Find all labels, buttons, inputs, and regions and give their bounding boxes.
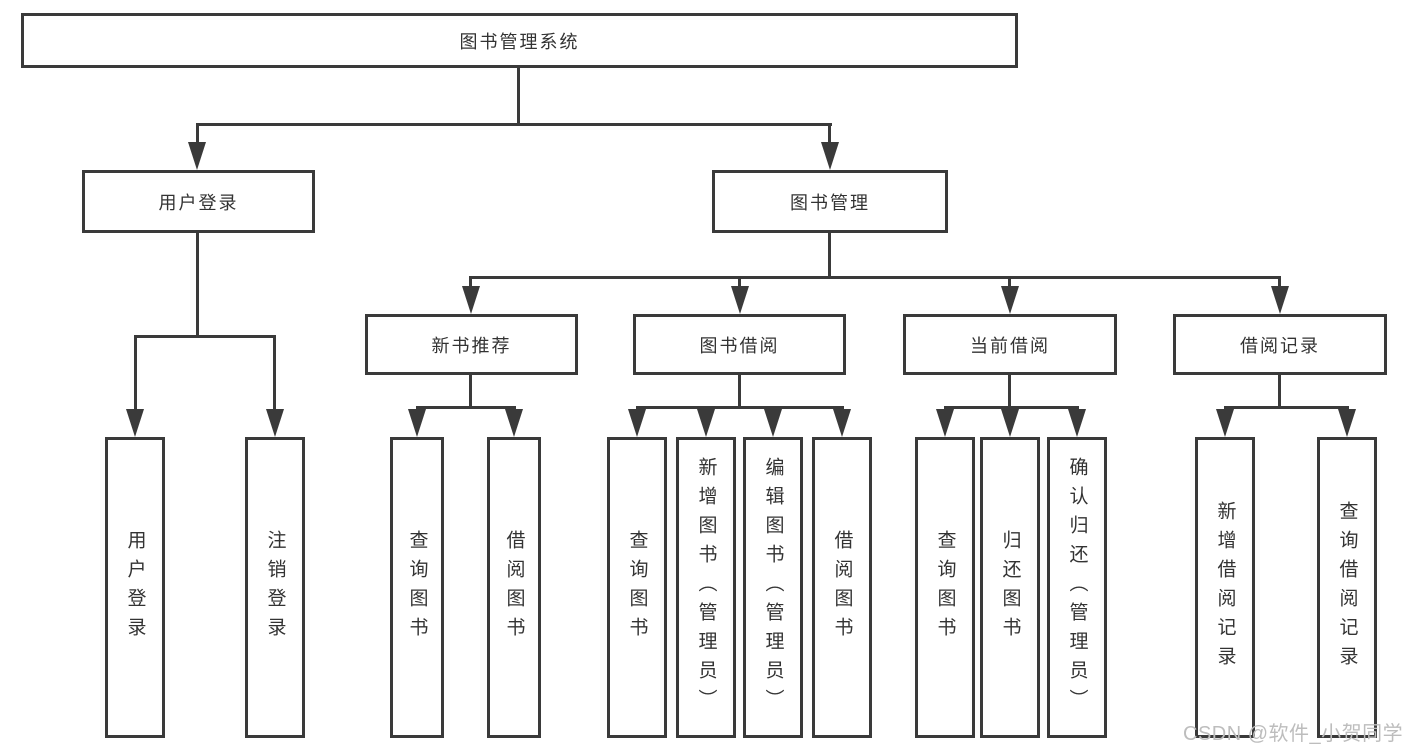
arrow-down-icon — [462, 286, 480, 314]
arrow-down-icon — [821, 142, 839, 170]
leaf-borrow-books: 借阅图书 — [812, 437, 872, 738]
connector-vline — [828, 233, 831, 278]
arrow-down-icon — [266, 409, 284, 437]
connector-vline — [1008, 276, 1011, 290]
leaf-label: 查询图书 — [626, 529, 648, 646]
arrow-down-icon — [1001, 409, 1019, 437]
connector-vline — [273, 335, 276, 411]
arrow-down-icon — [936, 409, 954, 437]
node-label: 用户登录 — [158, 192, 239, 213]
leaf-label: 借阅图书 — [503, 529, 525, 646]
csdn-watermark: CSDN @软件_小贺同学 — [1183, 723, 1404, 745]
leaf-label: 用户登录 — [124, 529, 146, 646]
connector-hline — [416, 406, 516, 409]
connector-hline — [944, 406, 1079, 409]
connector-hline — [470, 276, 1281, 279]
leaf-label: 新增借阅记录 — [1214, 500, 1236, 675]
leaf-label: 借阅图书 — [831, 529, 853, 646]
leaf-label: 查询借阅记录 — [1336, 500, 1358, 675]
arrow-down-icon — [628, 409, 646, 437]
leaf-query-books-recommend: 查询图书 — [390, 437, 444, 738]
leaf-borrow-books-recommend: 借阅图书 — [487, 437, 541, 738]
node-new-book-recommend: 新书推荐 — [365, 314, 578, 375]
arrow-down-icon — [408, 409, 426, 437]
connector-vline — [469, 375, 472, 409]
connector-vline — [196, 123, 199, 147]
leaf-query-borrow-record: 查询借阅记录 — [1317, 437, 1377, 738]
leaf-label: 注销登录 — [264, 529, 286, 646]
leaf-confirm-return-admin: 确认归还（管理员） — [1047, 437, 1107, 738]
leaf-label: 编辑图书（管理员） — [762, 457, 784, 718]
connector-hline — [1224, 406, 1349, 409]
connector-vline — [828, 123, 831, 147]
node-label: 新书推荐 — [431, 335, 512, 356]
arrow-down-icon — [731, 286, 749, 314]
connector-hline — [134, 335, 276, 338]
connector-vline — [1278, 375, 1281, 409]
node-label: 借阅记录 — [1240, 335, 1320, 356]
leaf-add-borrow-record: 新增借阅记录 — [1195, 437, 1255, 738]
arrow-down-icon — [764, 409, 782, 437]
connector-vline — [469, 276, 472, 290]
connector-vline — [1278, 276, 1281, 290]
connector-vline — [196, 233, 199, 337]
connector-vline — [1008, 375, 1011, 409]
leaf-query-books-current: 查询图书 — [915, 437, 975, 738]
node-label: 当前借阅 — [970, 335, 1050, 356]
arrow-down-icon — [1338, 409, 1356, 437]
connector-hline — [196, 123, 832, 126]
arrow-down-icon — [188, 142, 206, 170]
connector-vline — [517, 67, 520, 126]
connector-vline — [738, 375, 741, 409]
node-label: 图书借阅 — [699, 335, 780, 356]
leaf-return-books: 归还图书 — [980, 437, 1040, 738]
leaf-edit-books-admin: 编辑图书（管理员） — [743, 437, 803, 738]
connector-vline — [738, 276, 741, 290]
leaf-label: 查询图书 — [406, 529, 428, 646]
leaf-label: 新增图书（管理员） — [695, 457, 717, 718]
arrow-down-icon — [126, 409, 144, 437]
node-label: 图书管理系统 — [459, 31, 580, 52]
node-library-management-system: 图书管理系统 — [21, 13, 1018, 68]
arrow-down-icon — [833, 409, 851, 437]
arrow-down-icon — [697, 409, 715, 437]
leaf-label: 确认归还（管理员） — [1066, 457, 1088, 718]
leaf-query-books-borrow: 查询图书 — [607, 437, 667, 738]
node-user-login: 用户登录 — [82, 170, 315, 233]
node-book-management: 图书管理 — [712, 170, 948, 233]
connector-hline — [636, 406, 844, 409]
arrow-down-icon — [1001, 286, 1019, 314]
leaf-label: 查询图书 — [934, 529, 956, 646]
leaf-logout: 注销登录 — [245, 437, 305, 738]
node-book-borrow: 图书借阅 — [633, 314, 846, 375]
leaf-label: 归还图书 — [999, 529, 1021, 646]
leaf-add-books-admin: 新增图书（管理员） — [676, 437, 736, 738]
node-current-borrow: 当前借阅 — [903, 314, 1117, 375]
arrow-down-icon — [505, 409, 523, 437]
arrow-down-icon — [1216, 409, 1234, 437]
connector-vline — [134, 335, 137, 411]
arrow-down-icon — [1068, 409, 1086, 437]
leaf-user-login: 用户登录 — [105, 437, 165, 738]
arrow-down-icon — [1271, 286, 1289, 314]
node-label: 图书管理 — [790, 192, 870, 213]
node-borrow-record: 借阅记录 — [1173, 314, 1387, 375]
